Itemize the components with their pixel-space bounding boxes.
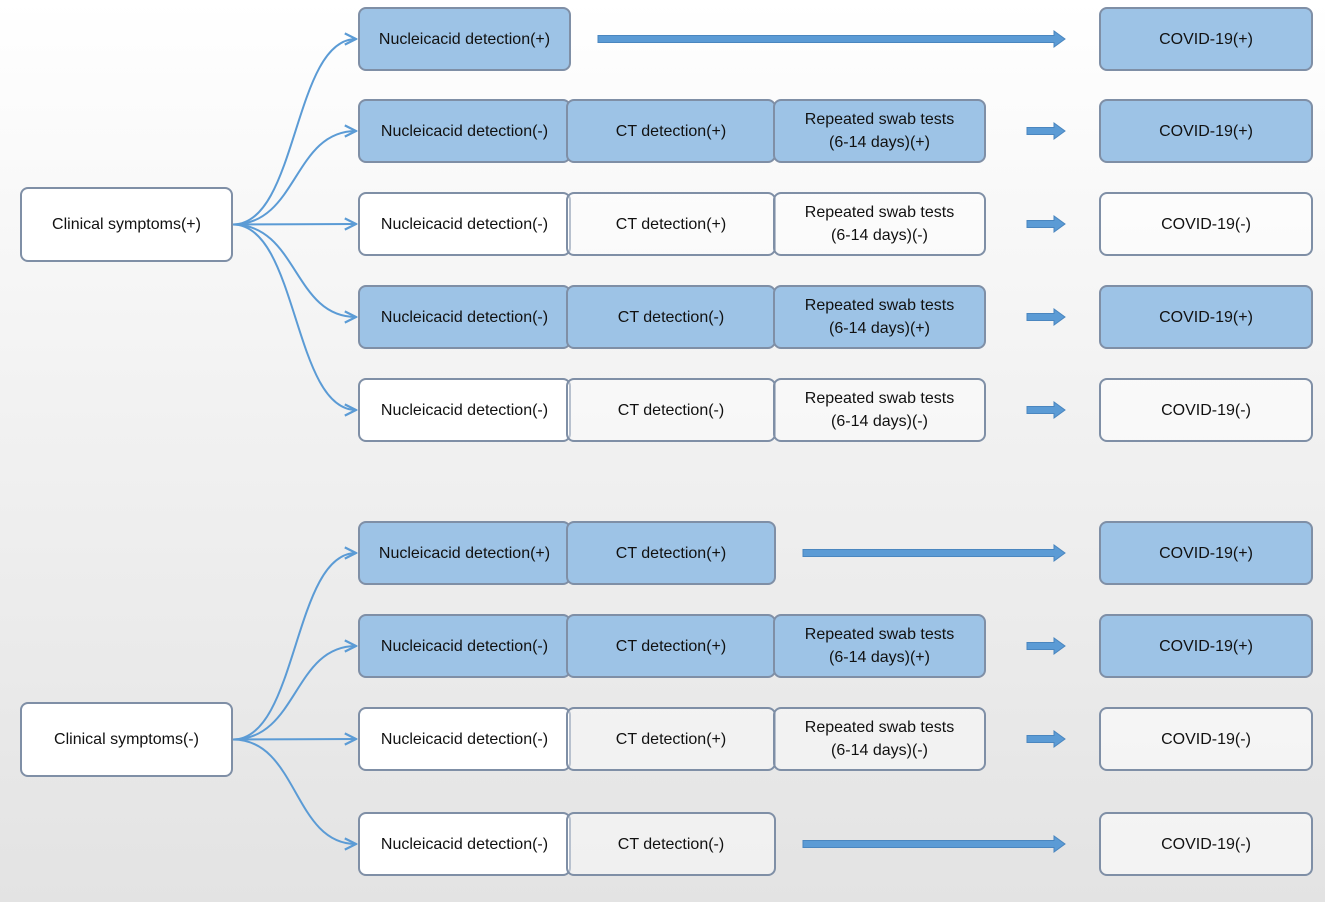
ct-detection-step: CT detection(+)	[566, 521, 776, 585]
nucleic-acid-step: Nucleicacid detection(+)	[358, 7, 571, 71]
ct-detection-step: CT detection(-)	[566, 812, 776, 876]
result-arrow	[1026, 637, 1066, 655]
covid-result-box: COVID-19(-)	[1099, 707, 1313, 771]
covid-result-box: COVID-19(+)	[1099, 614, 1313, 678]
clinical-symptoms-box: Clinical symptoms(-)	[20, 702, 233, 777]
connector-arrow	[232, 131, 356, 226]
result-arrow	[1026, 401, 1066, 419]
nucleic-acid-step: Nucleicacid detection(-)	[358, 99, 571, 163]
covid-result-box: COVID-19(-)	[1099, 378, 1313, 442]
connector-arrow	[232, 739, 356, 740]
covid-result-box: COVID-19(+)	[1099, 521, 1313, 585]
clinical-symptoms-box: Clinical symptoms(+)	[20, 187, 233, 262]
covid-result-box: COVID-19(-)	[1099, 192, 1313, 256]
covid-result-box: COVID-19(+)	[1099, 7, 1313, 71]
result-arrow	[802, 835, 1066, 853]
connector-arrow	[232, 738, 356, 845]
nucleic-acid-step: Nucleicacid detection(-)	[358, 285, 571, 349]
nucleic-acid-step: Nucleicacid detection(-)	[358, 707, 571, 771]
connector-arrow	[232, 224, 356, 225]
nucleic-acid-step: Nucleicacid detection(+)	[358, 521, 571, 585]
nucleic-acid-step: Nucleicacid detection(-)	[358, 378, 571, 442]
ct-detection-step: CT detection(+)	[566, 192, 776, 256]
swab-test-step: Repeated swab tests (6-14 days)(+)	[773, 99, 986, 163]
ct-detection-step: CT detection(+)	[566, 707, 776, 771]
covid-result-box: COVID-19(+)	[1099, 285, 1313, 349]
swab-test-step: Repeated swab tests (6-14 days)(-)	[773, 707, 986, 771]
covid-result-box: COVID-19(-)	[1099, 812, 1313, 876]
connector-arrow	[232, 646, 356, 741]
result-arrow	[1026, 730, 1066, 748]
connector-arrow	[232, 39, 356, 226]
covid-result-box: COVID-19(+)	[1099, 99, 1313, 163]
swab-test-step: Repeated swab tests (6-14 days)(-)	[773, 378, 986, 442]
swab-test-step: Repeated swab tests (6-14 days)(+)	[773, 614, 986, 678]
nucleic-acid-step: Nucleicacid detection(-)	[358, 192, 571, 256]
ct-detection-step: CT detection(+)	[566, 614, 776, 678]
result-arrow	[802, 544, 1066, 562]
result-arrow	[1026, 308, 1066, 326]
swab-test-step: Repeated swab tests (6-14 days)(-)	[773, 192, 986, 256]
result-arrow	[597, 30, 1066, 48]
ct-detection-step: CT detection(-)	[566, 378, 776, 442]
connector-arrow	[232, 553, 356, 741]
swab-test-step: Repeated swab tests (6-14 days)(+)	[773, 285, 986, 349]
connector-arrow	[232, 223, 356, 411]
result-arrow	[1026, 215, 1066, 233]
ct-detection-step: CT detection(-)	[566, 285, 776, 349]
nucleic-acid-step: Nucleicacid detection(-)	[358, 614, 571, 678]
result-arrow	[1026, 122, 1066, 140]
nucleic-acid-step: Nucleicacid detection(-)	[358, 812, 571, 876]
connector-arrow	[232, 223, 356, 318]
ct-detection-step: CT detection(+)	[566, 99, 776, 163]
